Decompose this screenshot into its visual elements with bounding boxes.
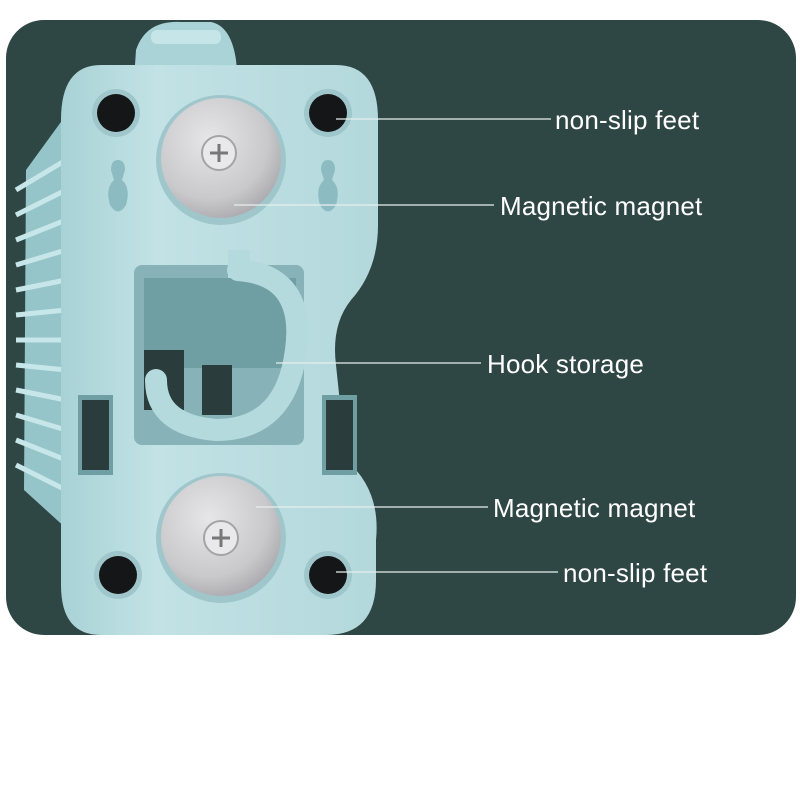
- label-hook-storage: Hook storage: [487, 349, 645, 379]
- side-fins: [14, 115, 68, 530]
- hook-storage-cavity: [134, 250, 309, 445]
- device-illustration: [6, 20, 796, 635]
- product-photo-panel: non-slip feet Magnetic magnet Hook stora…: [6, 20, 796, 635]
- keyhole-mounts: [108, 160, 338, 212]
- leader-lines: [234, 118, 558, 573]
- label-bottom-magnetic-magnet: Magnetic magnet: [493, 493, 696, 523]
- top-magnet: [156, 95, 286, 225]
- label-top-non-slip-feet: non-slip feet: [555, 105, 700, 135]
- bottom-magnet: [156, 473, 286, 603]
- non-slip-feet: [92, 89, 352, 599]
- label-top-magnetic-magnet: Magnetic magnet: [500, 191, 703, 221]
- side-slots: [78, 395, 357, 475]
- label-bottom-non-slip-feet: non-slip feet: [563, 558, 708, 588]
